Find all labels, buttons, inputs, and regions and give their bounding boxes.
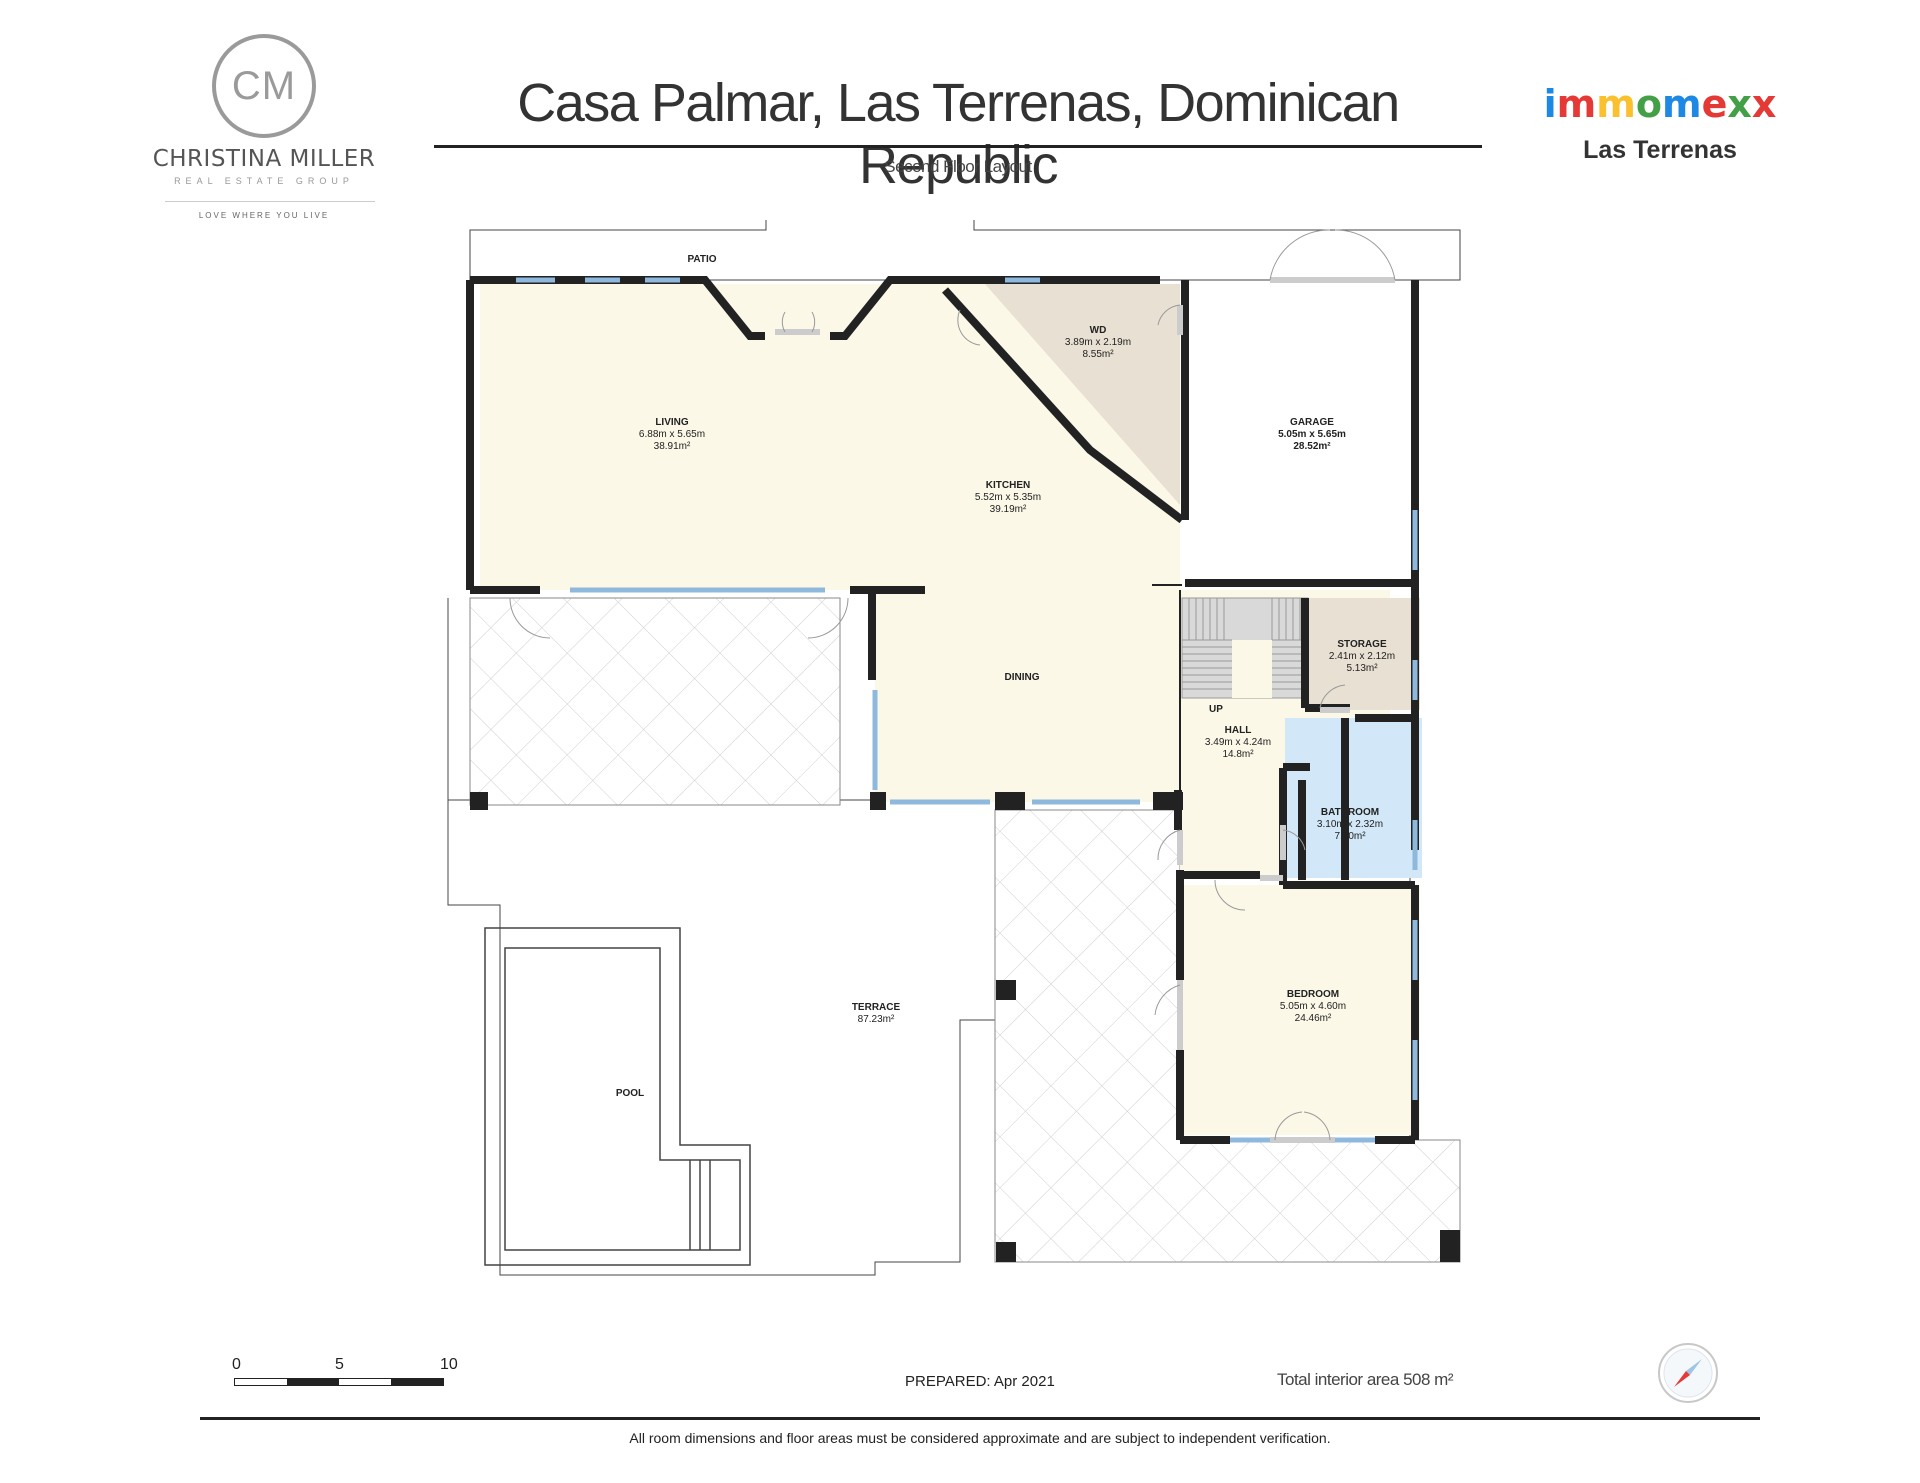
footer-divider [200, 1417, 1760, 1420]
brand-letter-7: x [1751, 82, 1777, 126]
kitchen-label: KITCHEN [986, 480, 1030, 491]
logo-tagline: LOVE WHERE YOU LIVE [198, 211, 330, 220]
thin-walls [1152, 584, 1182, 800]
patio-label: PATIO [687, 254, 716, 265]
storage-label: STORAGE [1337, 639, 1387, 650]
living-label: LIVING [655, 417, 689, 428]
terrace-label: TERRACE [852, 1002, 901, 1013]
bathroom-area: 7.20m² [1334, 831, 1366, 842]
compass-icon [1658, 1343, 1718, 1403]
wd-dims: 3.89m x 2.19m [1065, 337, 1131, 348]
windows [516, 277, 1418, 1143]
pool [484, 927, 751, 1266]
terrace-area: 87.23m² [858, 1014, 895, 1025]
storage-area: 5.13m² [1346, 663, 1378, 674]
pool-label: POOL [616, 1088, 644, 1099]
staircase [1181, 597, 1309, 699]
scale-label-0: 0 [232, 1356, 241, 1373]
bathroom-dims: 3.10m x 2.32m [1317, 819, 1383, 830]
living-area: 38.91m² [654, 441, 691, 452]
brand-letter-0: i [1543, 82, 1557, 126]
brand-letter-1: m [1556, 82, 1597, 126]
bathroom-label: BATHROOM [1321, 807, 1379, 818]
wall-kitchen-diag [942, 287, 1185, 524]
kitchen-area: 39.19m² [990, 504, 1027, 515]
brand-letter-5: e [1701, 82, 1728, 126]
bedroom-dims: 5.05m x 4.60m [1280, 1001, 1346, 1012]
scale-bar-graphic [234, 1378, 444, 1386]
brand-letter-6: x [1727, 82, 1752, 126]
bedroom-area: 24.46m² [1295, 1013, 1332, 1024]
living-dims: 6.88m x 5.65m [639, 429, 705, 440]
wall-living-bay-left [680, 276, 765, 340]
piers [470, 792, 1460, 1262]
title-divider [434, 145, 1482, 148]
bedroom-fill [1180, 885, 1420, 1135]
christina-miller-logo: CM [212, 34, 316, 138]
total-interior-area: Total interior area 508 m² [1277, 1370, 1453, 1389]
wd-fill [985, 284, 1180, 505]
wd-label: WD [1090, 325, 1107, 336]
hall-dims: 3.49m x 4.24m [1205, 737, 1271, 748]
patio-outline [469, 220, 1461, 281]
page-subtitle: Second Floor Layout [884, 157, 1032, 176]
up-label: UP [1209, 704, 1223, 715]
floor-plan: PATIO LIVING 6.88m x 5.65m 38.91m² WD 3.… [447, 220, 1461, 1276]
garage-dims: 5.05m x 5.65m [1278, 429, 1346, 440]
kitchen-dims: 5.52m x 5.35m [975, 492, 1041, 503]
wall-living-bay-right [830, 276, 910, 340]
scale-label-10: 10 [440, 1356, 458, 1373]
immomexx-logo: immomexx [1540, 82, 1780, 126]
scale-label-5: 5 [335, 1356, 344, 1373]
logo-group: REAL ESTATE GROUP [174, 176, 354, 186]
west-lattice [469, 597, 841, 806]
page-title: Casa Palmar, Las Terrenas, Dominican Rep… [517, 73, 1400, 195]
doors [509, 229, 1396, 1143]
wd-area: 8.55m² [1082, 349, 1114, 360]
dining-label: DINING [1005, 672, 1040, 683]
garage-label: GARAGE [1290, 417, 1334, 428]
garage-fill [1190, 284, 1420, 584]
brand-letter-4: m [1661, 82, 1702, 126]
bathroom-fill [1285, 718, 1422, 878]
brand-letter-3: o [1635, 82, 1662, 126]
hall-area: 14.8m² [1222, 749, 1254, 760]
storage-dims: 2.41m x 2.12m [1329, 651, 1395, 662]
hall-label: HALL [1225, 725, 1252, 736]
disclaimer: All room dimensions and floor areas must… [629, 1430, 1331, 1446]
prepared-date: PREPARED: Apr 2021 [905, 1373, 1055, 1390]
storage-fill [1308, 598, 1420, 710]
logo-name: CHRISTINA MILLER [152, 146, 376, 172]
brand-location: Las Terrenas [1583, 136, 1737, 164]
dining-fill [875, 590, 1180, 802]
logo-divider [165, 201, 375, 202]
logo-monogram: CM [231, 63, 297, 108]
brand-letter-2: m [1596, 82, 1636, 126]
garage-area: 28.52m² [1293, 441, 1331, 452]
bedroom-label: BEDROOM [1287, 989, 1339, 1000]
